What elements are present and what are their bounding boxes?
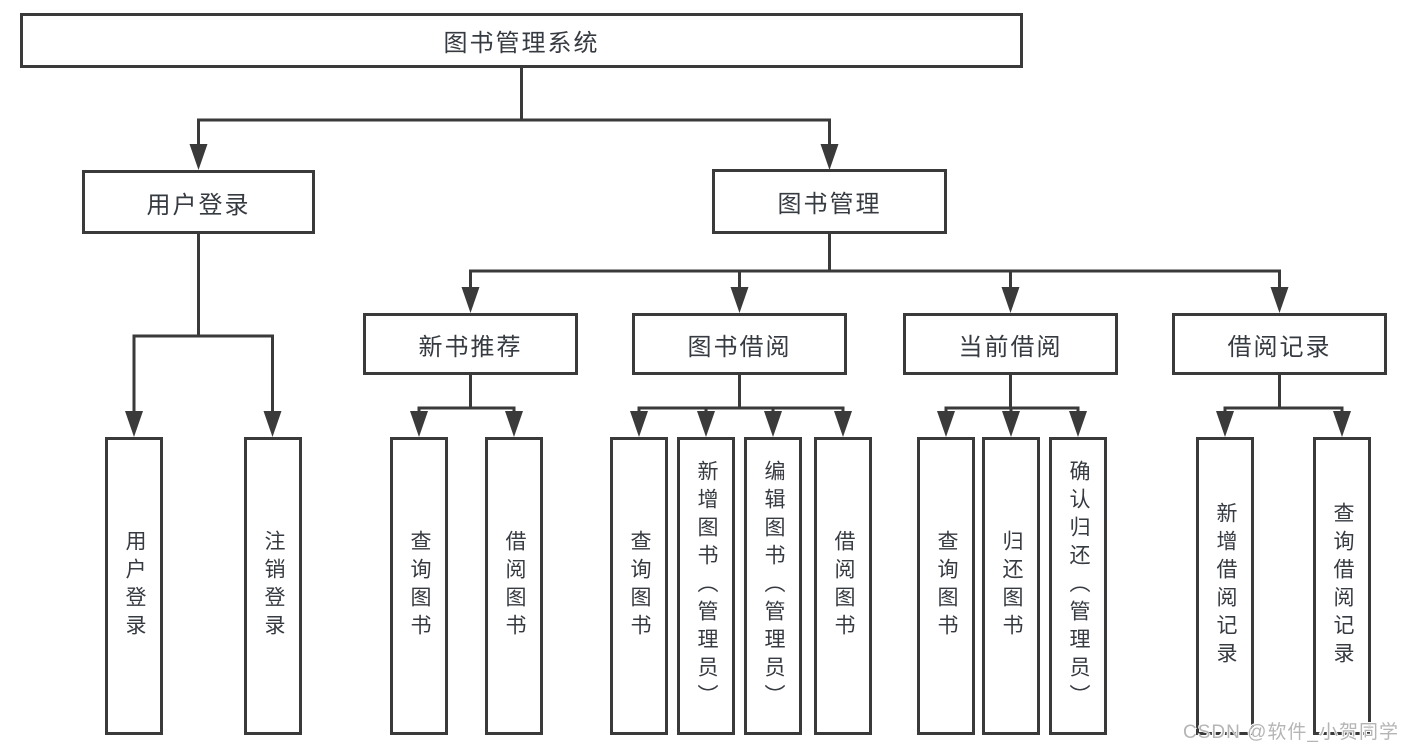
node-borrow-books-recommendation: 借阅图书 (485, 437, 543, 735)
connector-new-book-recommendation-to-leaves (410, 375, 523, 437)
node-book-borrowing: 图书借阅 (632, 313, 847, 375)
connector-book-management-to-level3 (461, 234, 1289, 313)
node-logout: 注销登录 (244, 437, 302, 735)
connector-borrowing-records-to-leaves (1216, 375, 1351, 437)
node-query-books-recommendation: 查询图书 (390, 437, 448, 735)
node-edit-books-admin: 编辑图书（管理员） (744, 437, 802, 735)
connector-current-borrowing-to-leaves (937, 375, 1087, 437)
connector-root-to-branches (189, 66, 839, 170)
node-return-books: 归还图书 (982, 437, 1040, 735)
node-new-book-recommendation: 新书推荐 (363, 313, 578, 375)
node-borrowing-records: 借阅记录 (1172, 313, 1387, 375)
watermark-text: CSDN @软件_小贺同学 (1183, 722, 1399, 743)
connector-book-borrowing-to-leaves (630, 375, 852, 437)
node-user-login: 用户登录 (105, 437, 163, 735)
node-user-login-branch: 用户登录 (82, 170, 315, 234)
node-confirm-return-admin: 确认归还（管理员） (1049, 437, 1107, 735)
node-add-borrowing-record: 新增借阅记录 (1196, 437, 1254, 735)
node-add-books-admin: 新增图书（管理员） (677, 437, 735, 735)
node-borrow-books: 借阅图书 (814, 437, 872, 735)
node-query-books-borrowing: 查询图书 (610, 437, 668, 735)
node-query-books-current: 查询图书 (917, 437, 975, 735)
node-book-management-branch: 图书管理 (712, 169, 947, 234)
node-book-management-system: 图书管理系统 (20, 13, 1023, 68)
connector-user-login-to-leaves (125, 234, 282, 437)
node-current-borrowing: 当前借阅 (903, 313, 1118, 375)
node-query-borrowing-record: 查询借阅记录 (1313, 437, 1371, 735)
